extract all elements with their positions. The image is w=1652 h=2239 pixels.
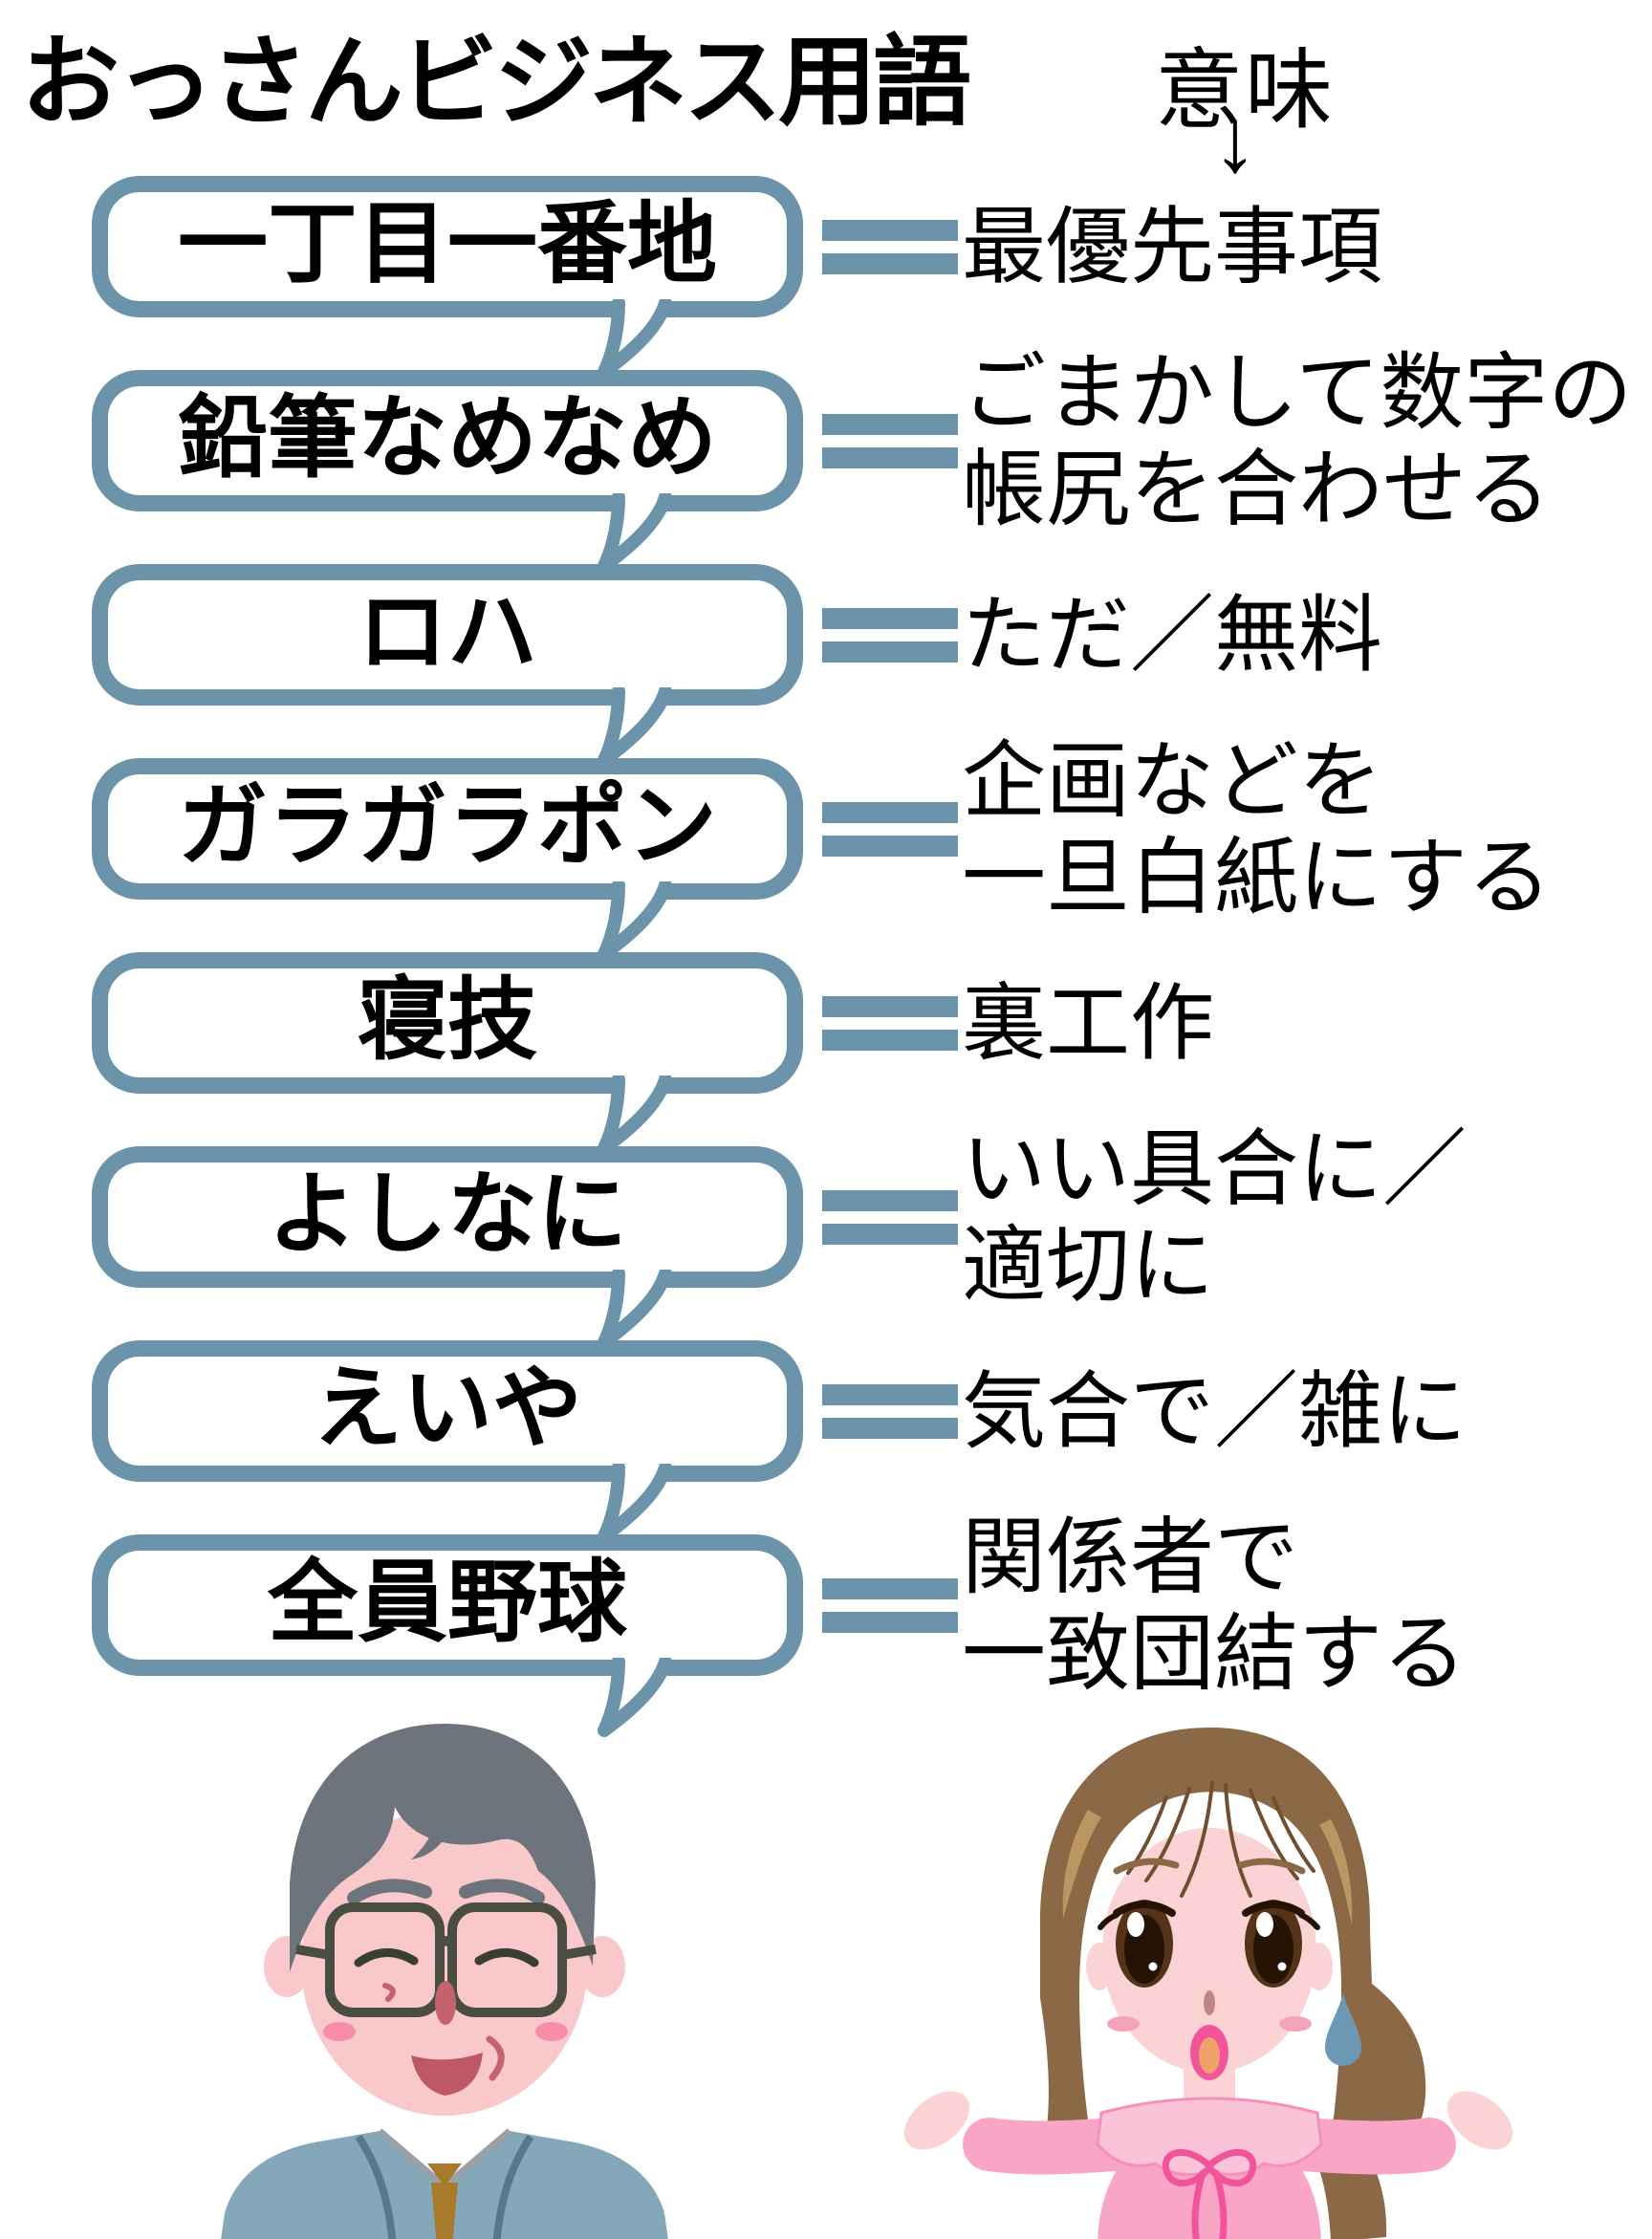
speech-bubble-tail-icon: [598, 1464, 672, 1543]
term-label: ガラガラポン: [177, 775, 717, 876]
term-label: えいや: [312, 1358, 582, 1458]
businessman-closed-eyes: [354, 1948, 539, 1967]
meaning-text: ただ／無料: [962, 587, 1383, 683]
meaning-text: 企画などを一旦白紙にする: [962, 733, 1552, 924]
term-label: 全員野球: [267, 1552, 627, 1652]
speech-bubble: ロハ: [92, 564, 803, 706]
businessman-tie: [427, 2163, 462, 2186]
speech-bubble-tail-icon: [598, 1658, 672, 1737]
woman-mouth: [1190, 2025, 1228, 2080]
term-row: ロハ ただ／無料: [0, 564, 1652, 767]
woman-right-eye: [1242, 1900, 1320, 1988]
speech-bubble-tail-icon: [598, 881, 672, 961]
speech-bubble: 寝技: [92, 952, 803, 1094]
speech-bubble-tail-icon: [598, 493, 672, 573]
term-row: 一丁目一番地 最優先事項: [0, 176, 1652, 379]
meaning-text: 裏工作: [962, 975, 1215, 1071]
term-row: よしなに いい具合に／適切に: [0, 1121, 1652, 1349]
woman-right-hand: [1446, 2091, 1513, 2150]
term-label: 一丁目一番地: [177, 193, 717, 293]
speech-bubble-tail-icon: [598, 299, 672, 379]
speech-bubble-tail-icon: [598, 1076, 672, 1155]
businessman-head: [264, 1724, 625, 2116]
woman-ribbon: [1162, 2148, 1257, 2239]
meaning-text: 気合で／雑に: [962, 1363, 1467, 1459]
young-woman-illustration: [903, 1728, 1513, 2239]
equals-icon: [822, 1190, 958, 1245]
term-row: 全員野球 関係者で一致団結する: [0, 1510, 1652, 1737]
woman-left-eye: [1098, 1900, 1176, 1988]
businessman-hair: [290, 1724, 596, 1972]
equals-icon: [822, 1384, 958, 1439]
down-arrow-icon: ↓: [1212, 90, 1258, 191]
equals-icon: [822, 802, 958, 857]
meaning-column-label: 意味: [1155, 42, 1336, 140]
woman-collar-ruffle: [1096, 2097, 1323, 2177]
speech-bubble-tail-icon: [598, 687, 672, 767]
meaning-text: 最優先事項: [962, 199, 1383, 294]
businessman-glasses: [295, 1902, 597, 2017]
term-row: 鉛筆なめなめ ごまかして数字の帳尻を合わせる: [0, 345, 1652, 573]
page-title: おっさんビジネス用語: [21, 27, 971, 137]
equals-icon: [822, 220, 958, 274]
speech-bubble: 鉛筆なめなめ: [92, 370, 803, 511]
term-row: えいや 気合で／雑に: [0, 1340, 1652, 1543]
term-row: ガラガラポン 企画などを一旦白紙にする: [0, 733, 1652, 961]
sweat-drop-icon: [1325, 1993, 1361, 2066]
speech-bubble-tail-icon: [598, 1270, 672, 1349]
businessman-tie: [431, 2183, 458, 2239]
speech-bubble: えいや: [92, 1340, 803, 1482]
woman-left-hand: [903, 2091, 970, 2150]
businessman-body: [221, 2128, 668, 2239]
businessman-mouth: [411, 2053, 483, 2096]
meaning-text: 関係者で一致団結する: [962, 1510, 1467, 1701]
term-label: 鉛筆なめなめ: [177, 387, 717, 488]
businessman-illustration: [221, 1724, 668, 2239]
woman-body: [903, 2091, 1513, 2239]
equals-icon: [822, 996, 958, 1051]
term-label: よしなに: [267, 1163, 627, 1264]
speech-bubble: よしなに: [92, 1146, 803, 1288]
speech-bubble: 全員野球: [92, 1534, 803, 1676]
term-label: 寝技: [357, 969, 537, 1070]
meaning-text: ごまかして数字の帳尻を合わせる: [962, 345, 1633, 536]
term-row: 寝技 裏工作: [0, 952, 1652, 1155]
equals-icon: [822, 414, 958, 468]
speech-bubble: 一丁目一番地: [92, 176, 803, 317]
meaning-text: いい具合に／適切に: [962, 1121, 1467, 1313]
term-label: ロハ: [357, 581, 537, 682]
equals-icon: [822, 608, 958, 663]
equals-icon: [822, 1578, 958, 1633]
speech-bubble: ガラガラポン: [92, 758, 803, 900]
